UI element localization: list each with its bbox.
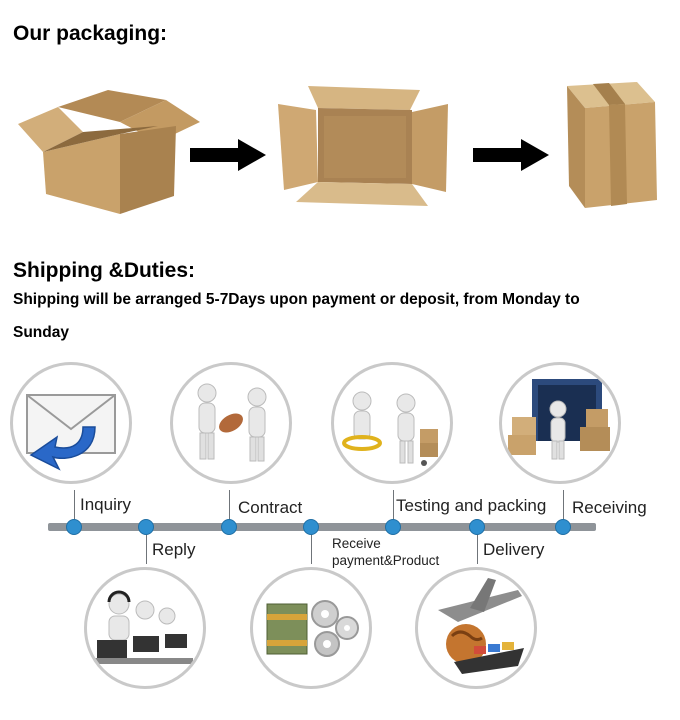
timeline-dot-inquiry xyxy=(66,519,82,535)
payment-money-gears-image xyxy=(250,567,372,689)
money-gears-icon xyxy=(266,600,359,657)
plane-globe-ship-icon xyxy=(438,578,524,674)
contract-handshake-image xyxy=(170,362,292,484)
box-top-view-image xyxy=(278,86,450,208)
timeline-dot-testing xyxy=(385,519,401,535)
shipping-description-line2: Sunday xyxy=(13,324,69,341)
step-label-inquiry: Inquiry xyxy=(80,495,132,514)
timeline-connector xyxy=(229,490,230,525)
reply-call-center-image xyxy=(84,567,206,689)
timeline-connector xyxy=(311,530,312,564)
shipping-description-line1: Shipping will be arranged 5-7Days upon p… xyxy=(13,291,580,308)
arrow-icon xyxy=(473,139,549,171)
people-exchange-icon xyxy=(197,383,267,462)
open-box-image xyxy=(8,82,202,217)
mail-icon xyxy=(26,394,116,471)
testing-packing-image xyxy=(331,362,453,484)
receiving-warehouse-image xyxy=(499,362,621,484)
arrow-icon xyxy=(190,139,266,171)
timeline-dot-reply xyxy=(138,519,154,535)
timeline-connector xyxy=(74,490,75,525)
step-label-testing: Testing and packing xyxy=(396,496,547,515)
timeline-connector xyxy=(477,530,478,564)
operators-icon xyxy=(93,590,193,664)
packaging-heading: Our packaging: xyxy=(13,22,168,45)
people-cart-icon xyxy=(342,391,438,466)
timeline-bar xyxy=(48,523,596,531)
step-label-contract: Contract xyxy=(238,498,303,517)
timeline-dot-contract xyxy=(221,519,237,535)
timeline-connector xyxy=(146,530,147,564)
closed-box-image xyxy=(563,82,659,210)
timeline-connector xyxy=(563,490,564,525)
delivery-plane-ship-image xyxy=(415,567,537,689)
step-label-payment-line2: payment&Product xyxy=(332,553,440,568)
shipping-heading: Shipping &Duties: xyxy=(13,259,195,282)
container-boxes-icon xyxy=(508,379,610,460)
step-label-delivery: Delivery xyxy=(483,540,545,559)
timeline-dot-payment xyxy=(303,519,319,535)
step-label-receiving: Receiving xyxy=(572,498,647,517)
step-label-payment: Receive payment&Product xyxy=(332,535,439,569)
step-label-reply: Reply xyxy=(152,540,196,559)
timeline-connector xyxy=(393,490,394,525)
timeline-dot-receiving xyxy=(555,519,571,535)
step-label-payment-line1: Receive xyxy=(332,536,381,551)
timeline-dot-delivery xyxy=(469,519,485,535)
inquiry-mail-image xyxy=(10,362,132,484)
